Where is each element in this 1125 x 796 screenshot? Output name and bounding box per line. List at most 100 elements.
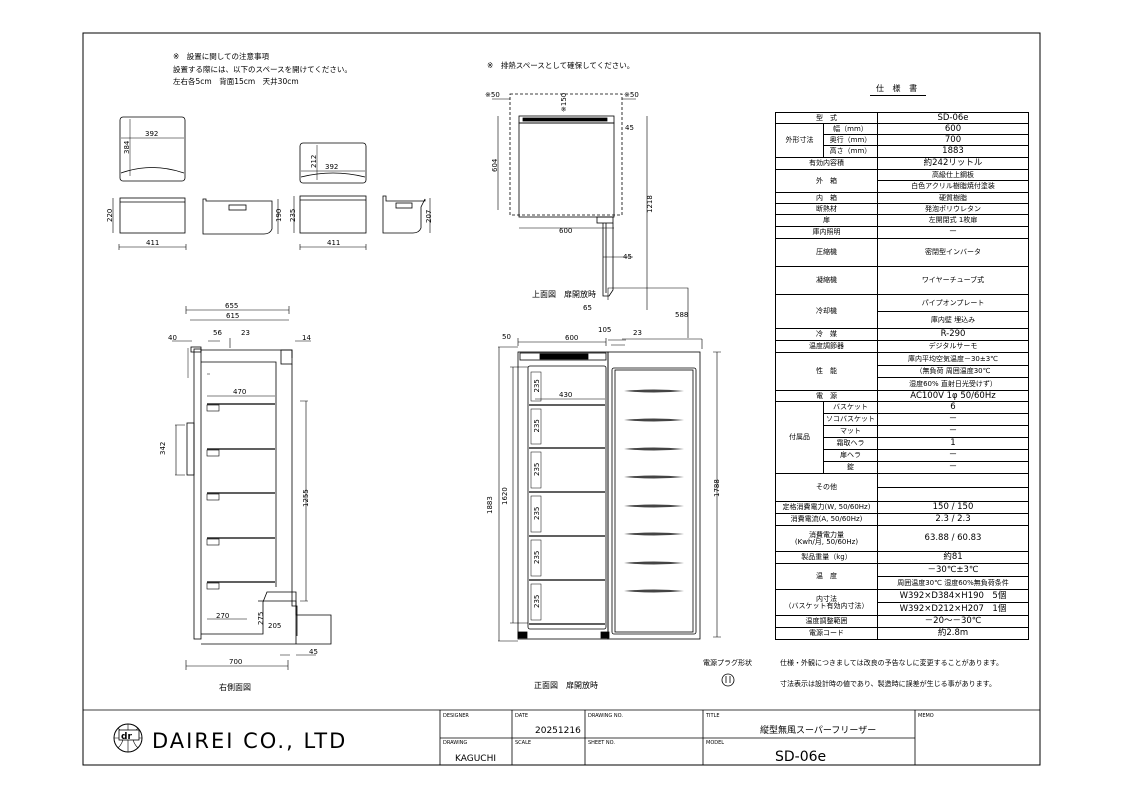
spec-row: （無負荷 周囲温度30℃: [776, 365, 1029, 378]
spec-value: 高級仕上鋼板: [877, 169, 1029, 181]
drawer-label-box: [530, 495, 542, 533]
spec-value: －: [877, 449, 1029, 462]
dim-side-23: 23: [241, 329, 250, 337]
spec-value: 湿度60% 直射日光受けず）: [877, 377, 1029, 391]
spec-sublabel: 扉ヘラ: [823, 449, 878, 462]
title-block: [83, 709, 1040, 765]
spec-value: [877, 473, 1029, 488]
spec-label: 庫内照明: [775, 226, 878, 239]
spec-label: 性 能: [775, 352, 878, 391]
spec-row: 製品重量（kg）約81: [775, 551, 1029, 564]
spec-footnote-1: 仕様・外観につきましては改良の予告なしに変更することがあります。: [780, 659, 1003, 667]
spec-value: 700: [877, 134, 1029, 146]
spec-value: －: [877, 226, 1029, 239]
side-view-drawing: [172, 306, 332, 670]
dim-top-width: 600: [559, 227, 572, 235]
dim-side-1255: 1255: [302, 489, 310, 507]
spec-sublabel: マット: [823, 425, 878, 438]
spec-label: 外形寸法: [775, 123, 824, 158]
dim-drawer-height: 235: [533, 419, 541, 432]
spec-row: 有効内容積約242リットル: [775, 157, 1029, 170]
spec-value: W392×D384×H190 5個: [877, 589, 1029, 603]
spec-sublabel: ソコバスケット: [823, 413, 878, 426]
spec-row: 温度調整範囲－20～－30℃: [775, 615, 1029, 628]
spec-value: [877, 487, 1029, 502]
spec-label: 消費電流(A, 50/60Hz): [775, 513, 878, 526]
spec-label: 内寸法 （バスケット有効内寸法）: [775, 589, 878, 616]
dim-top-door: 45: [623, 253, 632, 261]
scale-label: SCALE: [515, 740, 531, 746]
dim-basket-large-side-h: 190: [275, 209, 283, 222]
drawing-label: DRAWING: [443, 740, 467, 746]
spec-label: 冷 媒: [775, 328, 878, 341]
model-value: SD-06e: [775, 749, 826, 765]
dim-top-hinge: 65: [583, 304, 592, 312]
dim-side-615: 615: [226, 312, 239, 320]
dim-side-14: 14: [302, 334, 311, 342]
side-view-caption: 右側面図: [219, 682, 251, 692]
spec-label: 扉: [775, 214, 878, 227]
sheet-frame: [82, 32, 1041, 766]
spec-label: 内 箱: [775, 192, 878, 204]
dim-side-342: 342: [159, 442, 167, 455]
drawer-label-box: [530, 583, 542, 621]
plug-shape-icon: [721, 673, 735, 687]
spec-row: 性 能庫内平均空気温度－30±3℃: [775, 352, 1029, 391]
dim-top-open-depth: 1218: [646, 195, 654, 213]
spec-label: 冷却機: [775, 294, 878, 329]
dim-basket-large-h: 220: [106, 209, 114, 222]
dim-basket-small-side-h: 207: [425, 210, 433, 223]
dim-side-205: 205: [268, 622, 281, 630]
spec-value: 1: [877, 437, 1029, 450]
install-note-line1: 設置する際には、以下のスペースを開けてください。: [173, 64, 352, 74]
spec-value: 白色アクリル樹脂焼付塗装: [877, 180, 1029, 193]
drawer-label-box: [530, 408, 542, 445]
memo-label: MEMO: [918, 713, 934, 719]
spec-value: 150 / 150: [877, 501, 1029, 514]
spec-value: 6: [877, 401, 1029, 414]
spec-value: －30℃±3℃: [877, 563, 1029, 577]
sheet-no-label: SHEET NO.: [588, 740, 615, 746]
spec-row: 温 度－30℃±3℃: [775, 563, 1029, 590]
spec-label: 圧縮機: [775, 238, 878, 267]
dim-side-270: 270: [216, 612, 229, 620]
dim-top-offset: 45: [625, 124, 634, 132]
spec-sublabel: 霜取ヘラ: [823, 437, 878, 450]
spec-label: 電源コード: [775, 627, 878, 640]
spec-value: 密閉型インバータ: [877, 238, 1029, 267]
dim-front-1883: 1883: [486, 496, 494, 514]
dim-top-depth: 604: [491, 158, 499, 172]
spec-label: 温度調整範囲: [775, 615, 878, 628]
dim-basket-large-d: 384: [123, 140, 131, 154]
spec-value: 1883: [877, 145, 1029, 158]
dim-drawer-height: 235: [533, 379, 541, 392]
dim-drawer-height: 235: [533, 463, 541, 476]
install-note-line2: 左右各5cm 背面15cm 天井30cm: [173, 76, 299, 86]
spec-sublabel: 奥行（mm）: [823, 134, 878, 146]
dim-front-588: 588: [675, 311, 688, 319]
date-label: DATE: [515, 713, 528, 719]
dim-side-40: 40: [168, 334, 177, 342]
spec-value: 約81: [877, 551, 1029, 564]
spec-row: 外 箱高級仕上鋼板: [775, 169, 1029, 193]
dim-side-700: 700: [229, 658, 242, 666]
spec-value: W392×D212×H207 1個: [877, 602, 1029, 616]
dim-side-655: 655: [225, 302, 238, 310]
spec-value: パイプオンプレート: [877, 294, 1029, 312]
dim-front-23: 23: [633, 329, 642, 337]
spec-row: 奥行（mm）700: [776, 134, 1029, 146]
spec-label: 消費電力量 (Kwh/月, 50/60Hz): [775, 525, 878, 552]
spec-value: 周囲温度30℃ 湿度60%無負荷条件: [877, 576, 1029, 590]
spec-sublabel: バスケット: [823, 401, 878, 414]
spec-footnote-2: 寸法表示は設計時の値であり、製造時に誤差が生じる事があります。: [780, 680, 996, 688]
door-shelf: [624, 389, 684, 393]
dim-front-600: 600: [565, 334, 578, 342]
spec-sheet-title: 仕 様 書: [870, 83, 927, 96]
spec-row: 定格消費電力(W, 50/60Hz)150 / 150: [775, 501, 1029, 514]
spec-row: 消費電力量 (Kwh/月, 50/60Hz)63.88 / 60.83: [775, 525, 1029, 552]
spec-row: 凝縮機ワイヤーチューブ式: [775, 266, 1029, 295]
dim-top-back-clear: ※150: [560, 93, 568, 112]
spec-value: （無負荷 周囲温度30℃: [877, 365, 1029, 378]
